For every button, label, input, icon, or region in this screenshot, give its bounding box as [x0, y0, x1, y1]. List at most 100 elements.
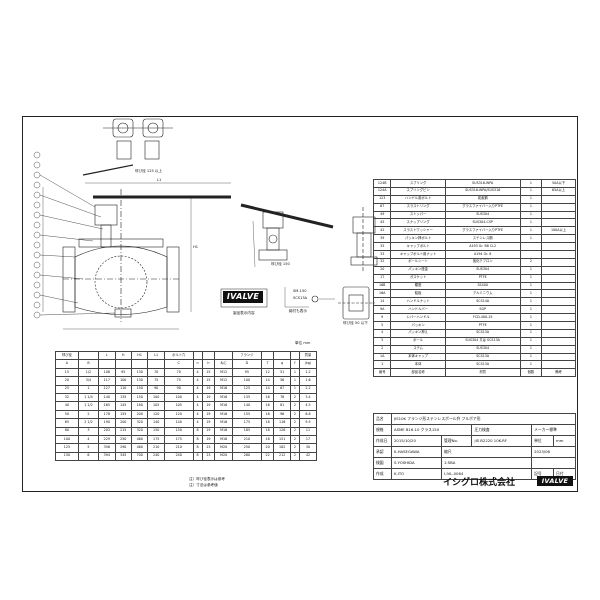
dims-cell: 1 1/4 [77, 392, 100, 403]
dims-header-cell: B [77, 359, 100, 369]
part-note [541, 305, 576, 315]
part-number: 17 [372, 273, 392, 283]
scale-value: 1:SBA [441, 457, 533, 469]
part-note [541, 344, 576, 354]
dims-cell: M16 [214, 426, 234, 436]
label-stem-view2: 呼び径 50 以下 [343, 321, 368, 325]
part-material: SUS304 [444, 265, 521, 275]
dims-cell: 30 [298, 443, 318, 453]
dims-cell: 108 [98, 367, 116, 378]
part-material: グラスファイバー入りPTFE [444, 226, 521, 236]
part-name: 銘板 [390, 289, 446, 299]
part-number: 42 [372, 226, 392, 236]
rev-date: 2023/06 [531, 446, 576, 458]
dims-cell: 2 [289, 392, 300, 403]
dims-cell: 8 [192, 426, 203, 436]
dims-header-cell: ねじ [214, 359, 234, 369]
part-note [541, 328, 576, 338]
part-name: スナップリング [390, 218, 446, 228]
part-number: 16B [372, 281, 392, 291]
check-label: 検図 [373, 457, 392, 469]
parts-header-cell: 個数 [519, 368, 543, 378]
label-appearance: 製品表示内容 [233, 311, 255, 315]
drawing-number: I-IVL-0064 [441, 468, 533, 480]
part-number: 4 [372, 328, 392, 338]
part-material: ステンレス鋼 [444, 234, 521, 244]
part-qty: 1 [519, 360, 543, 370]
part-name: ハンドルナット [390, 297, 446, 307]
dims-cell: 2 1/2 [77, 418, 100, 428]
dims-note2: 注）寸法は参考値 [189, 483, 218, 487]
dims-cell: 1.6 [298, 376, 318, 386]
approve-value: K.HASEGAWA [390, 446, 443, 458]
dims-cell: 130 [130, 367, 149, 378]
mgmt-value: JIS B2220 10K-RF [471, 435, 533, 447]
dims-cell: 4.5 [298, 401, 318, 411]
part-note [541, 297, 576, 307]
standard-label: 規格 [373, 424, 392, 436]
dims-header-cell [77, 350, 100, 361]
dims-cell: 4 [192, 401, 203, 411]
part-qty: 1 [519, 194, 543, 204]
dims-cell: 1/2 [77, 367, 100, 378]
part-name: パッキン押え [390, 328, 446, 338]
part-qty: 1 [519, 234, 543, 244]
pressure-value: メーカー標準 [531, 424, 576, 436]
dims-cell: 19 [201, 392, 216, 403]
part-qty [519, 242, 543, 252]
part-qty: 1 [519, 289, 543, 299]
dims-cell: 125 [232, 384, 262, 394]
part-number: 16A [372, 289, 392, 299]
dims-header-cell [214, 350, 234, 361]
dims-header-cell: g [273, 359, 291, 369]
part-qty: 1 [519, 344, 543, 354]
dims-cell: 20 [55, 376, 79, 386]
dims-cell: 2 [289, 426, 300, 436]
dims-cell: 165 [98, 401, 116, 411]
make-value: K.ITO [390, 468, 443, 480]
part-note [541, 352, 576, 362]
dims-cell: 2.2 [298, 384, 318, 394]
dims-cell: 1.2 [298, 367, 318, 378]
dims-header-cell [130, 359, 149, 369]
part-note [541, 321, 576, 330]
part-material: 強化テフロン [444, 257, 521, 267]
part-qty: 1 [519, 352, 543, 362]
dims-cell: M16 [214, 401, 234, 411]
ivalve-logo: IVALVE [223, 291, 263, 303]
dims-cell: 1 [289, 384, 300, 394]
part-note: 65A以上 [541, 186, 576, 196]
label-stem-view: 呼び径 150 [271, 262, 290, 266]
dims-header-cell: D [232, 359, 262, 369]
dims-cell: 117 [98, 376, 116, 386]
part-material: アルミニウム [444, 289, 521, 299]
dims-cell: 212 [273, 451, 291, 462]
dims-cell: 75 [147, 376, 165, 386]
dims-cell: 190 [98, 418, 116, 428]
dims-cell: 105 [163, 401, 194, 411]
dims-cell: 19 [201, 418, 216, 428]
dims-cell: 345 [114, 451, 132, 462]
drawing-sheet: 呼び径 125 以上 L1 H1 呼び径 150 呼び径 50 以下 製品表示内… [22, 116, 578, 492]
dims-cell: 65 [55, 418, 79, 428]
dims-cell: 4 [192, 418, 203, 428]
part-qty: 1 [519, 210, 543, 220]
dims-cell: 100 [147, 392, 165, 403]
dims-cell: M16 [214, 392, 234, 403]
part-note [541, 234, 576, 244]
date-label: 作成日 [373, 435, 392, 447]
part-number: 39 [372, 234, 392, 244]
